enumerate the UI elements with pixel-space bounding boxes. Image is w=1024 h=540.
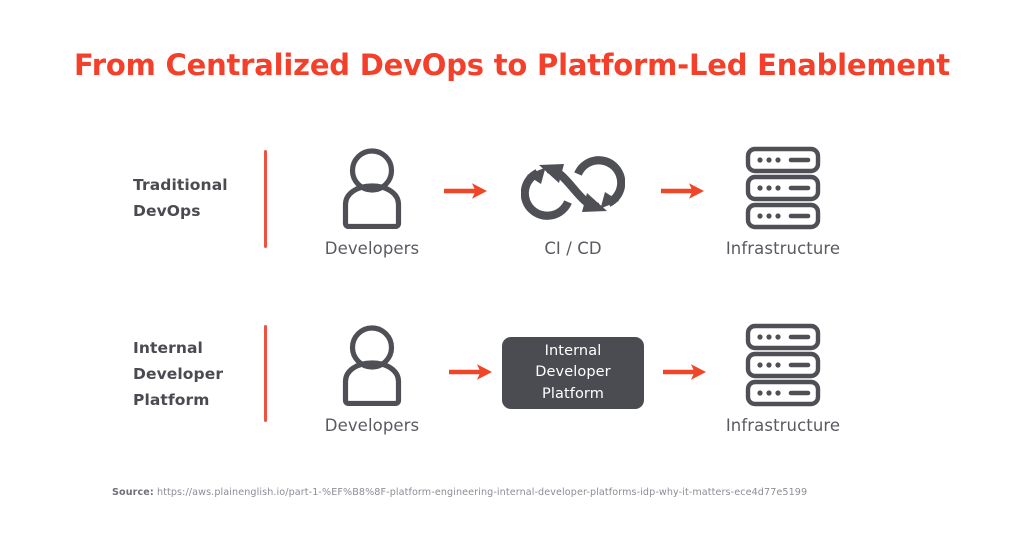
row-label-line: Internal [133, 339, 203, 357]
row-divider-traditional [264, 150, 267, 248]
arrow-right-icon [662, 363, 708, 381]
stage-infrastructure-traditional: Infrastructure [712, 144, 854, 258]
row-divider-idp [264, 325, 267, 422]
row-label-line: Traditional [133, 176, 228, 194]
page-title: From Centralized DevOps to Platform-Led … [74, 48, 950, 82]
stage-caption-infrastructure: Infrastructure [725, 239, 841, 258]
arrow-right-icon [448, 363, 494, 381]
stage-caption-infrastructure: Infrastructure [725, 416, 841, 435]
person-icon [302, 321, 442, 409]
stage-developers-idp: Developers [302, 321, 442, 435]
row-label-line: Platform [133, 391, 210, 410]
arrow-right-icon [443, 182, 489, 200]
source-attribution: Source: https://aws.plainenglish.io/part… [112, 487, 807, 498]
row-label-internal-developer-platform: Internal Developer Platform [133, 335, 253, 413]
row-internal-developer-platform: Internal Developer Platform Developers [0, 315, 1024, 445]
internal-developer-platform-box: Internal Developer Platform [502, 337, 644, 409]
row-label-traditional-devops: Traditional DevOps [133, 172, 253, 224]
server-stack-icon [712, 321, 854, 409]
stage-infrastructure-idp: Infrastructure [712, 321, 854, 435]
stage-cicd: CI / CD [498, 144, 648, 258]
server-stack-icon [712, 144, 854, 232]
internal-developer-platform-box-text: Internal Developer Platform [535, 341, 610, 405]
arrow-right-icon [660, 182, 706, 200]
source-label: Source: [112, 487, 154, 498]
source-url: https://aws.plainenglish.io/part-1-%EF%B… [156, 487, 808, 498]
person-icon [302, 144, 442, 232]
row-label-line: DevOps [133, 202, 201, 221]
idp-box-line: Internal [544, 342, 602, 359]
idp-box-line: Developer [535, 364, 611, 381]
stage-caption-cicd: CI / CD [544, 239, 602, 258]
idp-box-line: Platform [542, 385, 604, 402]
stage-caption-developers: Developers [324, 416, 420, 435]
row-label-line: Developer [133, 365, 224, 384]
infinity-cicd-icon [498, 144, 648, 232]
row-traditional-devops: Traditional DevOps Developers [0, 140, 1024, 270]
stage-developers-traditional: Developers [302, 144, 442, 258]
stage-caption-developers: Developers [324, 239, 420, 258]
